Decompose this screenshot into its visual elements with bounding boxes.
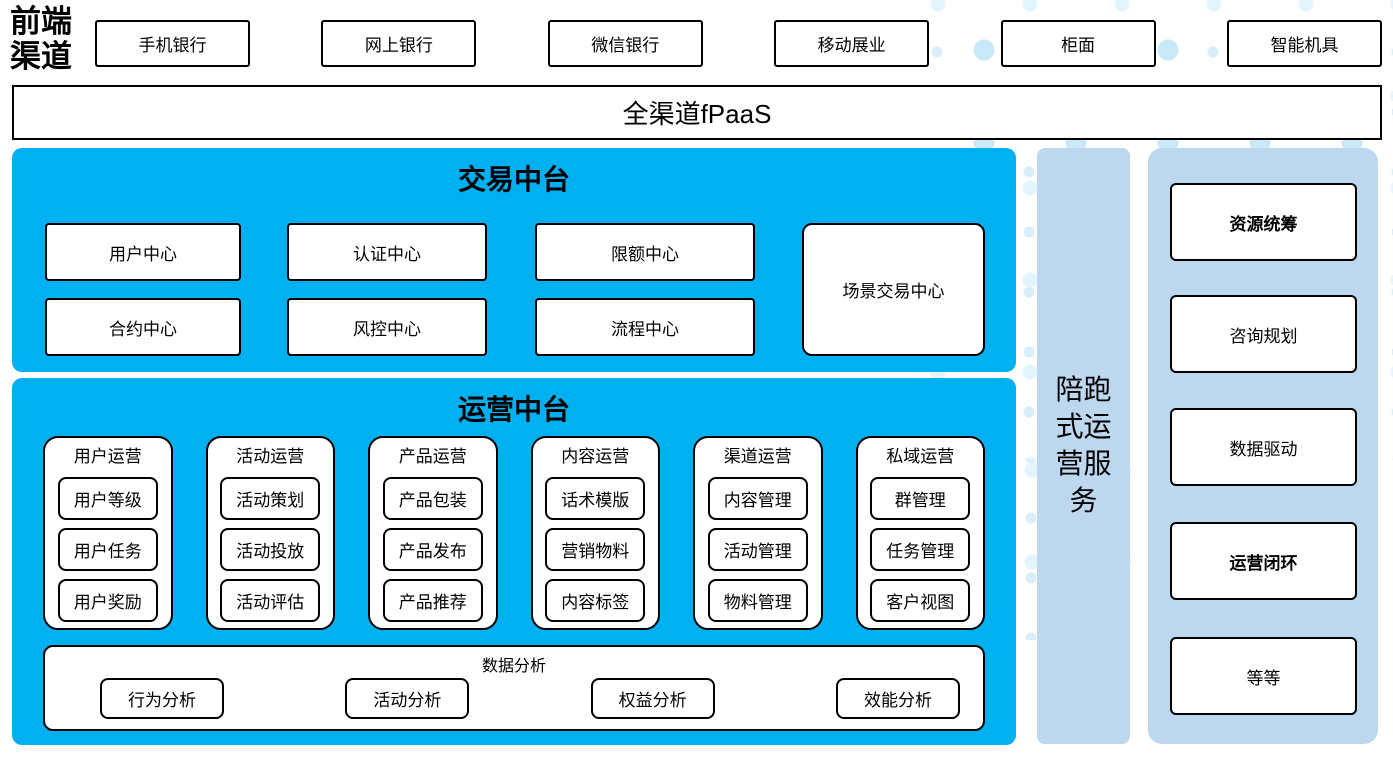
frontend-channels-row: 手机银行 网上银行 微信银行 移动展业 柜面 智能机具 (95, 20, 1382, 67)
data-analysis-title: 数据分析 (481, 658, 546, 675)
activity-analysis-box: 活动分析 (345, 678, 470, 719)
risk-center-box: 风控中心 (287, 298, 487, 356)
op-column-header: 渠道运营 (723, 447, 792, 466)
service-bar-label: 陪跑式运营服务 (1055, 374, 1112, 516)
operation-middle-platform-panel: 运营中台 用户运营 用户等级 用户任务 用户奖励 活动运营 活动策划 活动投放 … (12, 378, 1016, 745)
op-column-activity: 活动运营 活动策划 活动投放 活动评估 (205, 436, 335, 630)
data-analysis-container: 数据分析 行为分析 活动分析 权益分析 效能分析 (43, 645, 985, 731)
op-item-box: 活动投放 (220, 527, 321, 571)
channel-box-mobile-business: 移动展业 (774, 20, 930, 67)
op-column-private-domain: 私域运营 群管理 任务管理 客户视图 (855, 436, 985, 630)
channel-box-counter: 柜面 (1000, 20, 1156, 67)
limit-center-box: 限额中心 (535, 223, 755, 281)
resource-coordination-box: 资源统筹 (1170, 183, 1357, 261)
op-column-user: 用户运营 用户等级 用户任务 用户奖励 (43, 436, 173, 630)
op-item-box: 产品包装 (382, 476, 483, 520)
data-analysis-items: 行为分析 活动分析 权益分析 效能分析 (100, 678, 960, 719)
channel-box-online-banking: 网上银行 (321, 20, 477, 67)
op-item-box: 群管理 (870, 476, 971, 520)
channel-box-mobile-banking: 手机银行 (95, 20, 250, 67)
op-item-box: 内容标签 (545, 578, 646, 622)
op-item-box: 产品推荐 (382, 578, 483, 622)
channel-box-wechat-banking: 微信银行 (547, 20, 703, 67)
op-column-product: 产品运营 产品包装 产品发布 产品推荐 (368, 436, 498, 630)
op-column-header: 内容运营 (561, 447, 630, 466)
op-item-box: 产品发布 (382, 527, 483, 571)
transaction-platform-title: 交易中台 (457, 165, 570, 196)
consulting-planning-box: 咨询规划 (1170, 295, 1357, 373)
transaction-middle-platform-panel: 交易中台 用户中心 认证中心 限额中心 合约中心 风控中心 流程中心 场景交易中… (12, 148, 1016, 372)
op-item-box: 营销物料 (545, 527, 646, 571)
accompanying-operation-service-bar: 陪跑式运营服务 (1037, 148, 1130, 744)
op-item-box: 话术模版 (545, 476, 646, 520)
op-item-box: 内容管理 (707, 476, 808, 520)
process-center-box: 流程中心 (535, 298, 755, 356)
omni-channel-fpaas-bar: 全渠道fPaaS (12, 85, 1382, 140)
op-item-box: 用户任务 (57, 527, 158, 571)
data-driven-box: 数据驱动 (1170, 408, 1357, 486)
op-item-box: 任务管理 (870, 527, 971, 571)
efficiency-analysis-box: 效能分析 (835, 678, 960, 719)
op-item-box: 活动管理 (707, 527, 808, 571)
behavior-analysis-box: 行为分析 (100, 678, 224, 719)
operation-platform-title: 运营中台 (457, 395, 570, 426)
etcetera-box: 等等 (1170, 637, 1357, 715)
frontend-channels-label: 前端渠道 (10, 4, 72, 74)
contract-center-box: 合约中心 (45, 298, 241, 356)
op-column-channel: 渠道运营 内容管理 活动管理 物料管理 (693, 436, 823, 630)
op-item-box: 活动评估 (220, 578, 321, 622)
channel-box-smart-devices: 智能机具 (1226, 20, 1382, 67)
op-column-header: 用户运营 (73, 447, 142, 466)
op-column-header: 活动运营 (236, 447, 305, 466)
benefit-analysis-box: 权益分析 (590, 678, 715, 719)
scenario-transaction-center-box: 场景交易中心 (802, 223, 985, 356)
service-items-panel: 资源统筹 咨询规划 数据驱动 运营闭环 等等 (1148, 148, 1378, 744)
operation-closed-loop-box: 运营闭环 (1170, 522, 1357, 600)
op-item-box: 活动策划 (220, 476, 321, 520)
auth-center-box: 认证中心 (287, 223, 487, 281)
operation-columns: 用户运营 用户等级 用户任务 用户奖励 活动运营 活动策划 活动投放 活动评估 … (43, 436, 985, 630)
op-column-header: 产品运营 (398, 447, 467, 466)
op-item-box: 客户视图 (870, 578, 971, 622)
op-item-box: 物料管理 (707, 578, 808, 622)
op-item-box: 用户等级 (57, 476, 158, 520)
op-item-box: 用户奖励 (57, 578, 158, 622)
user-center-box: 用户中心 (45, 223, 241, 281)
op-column-header: 私域运营 (886, 447, 955, 466)
op-column-content: 内容运营 话术模版 营销物料 内容标签 (530, 436, 660, 630)
